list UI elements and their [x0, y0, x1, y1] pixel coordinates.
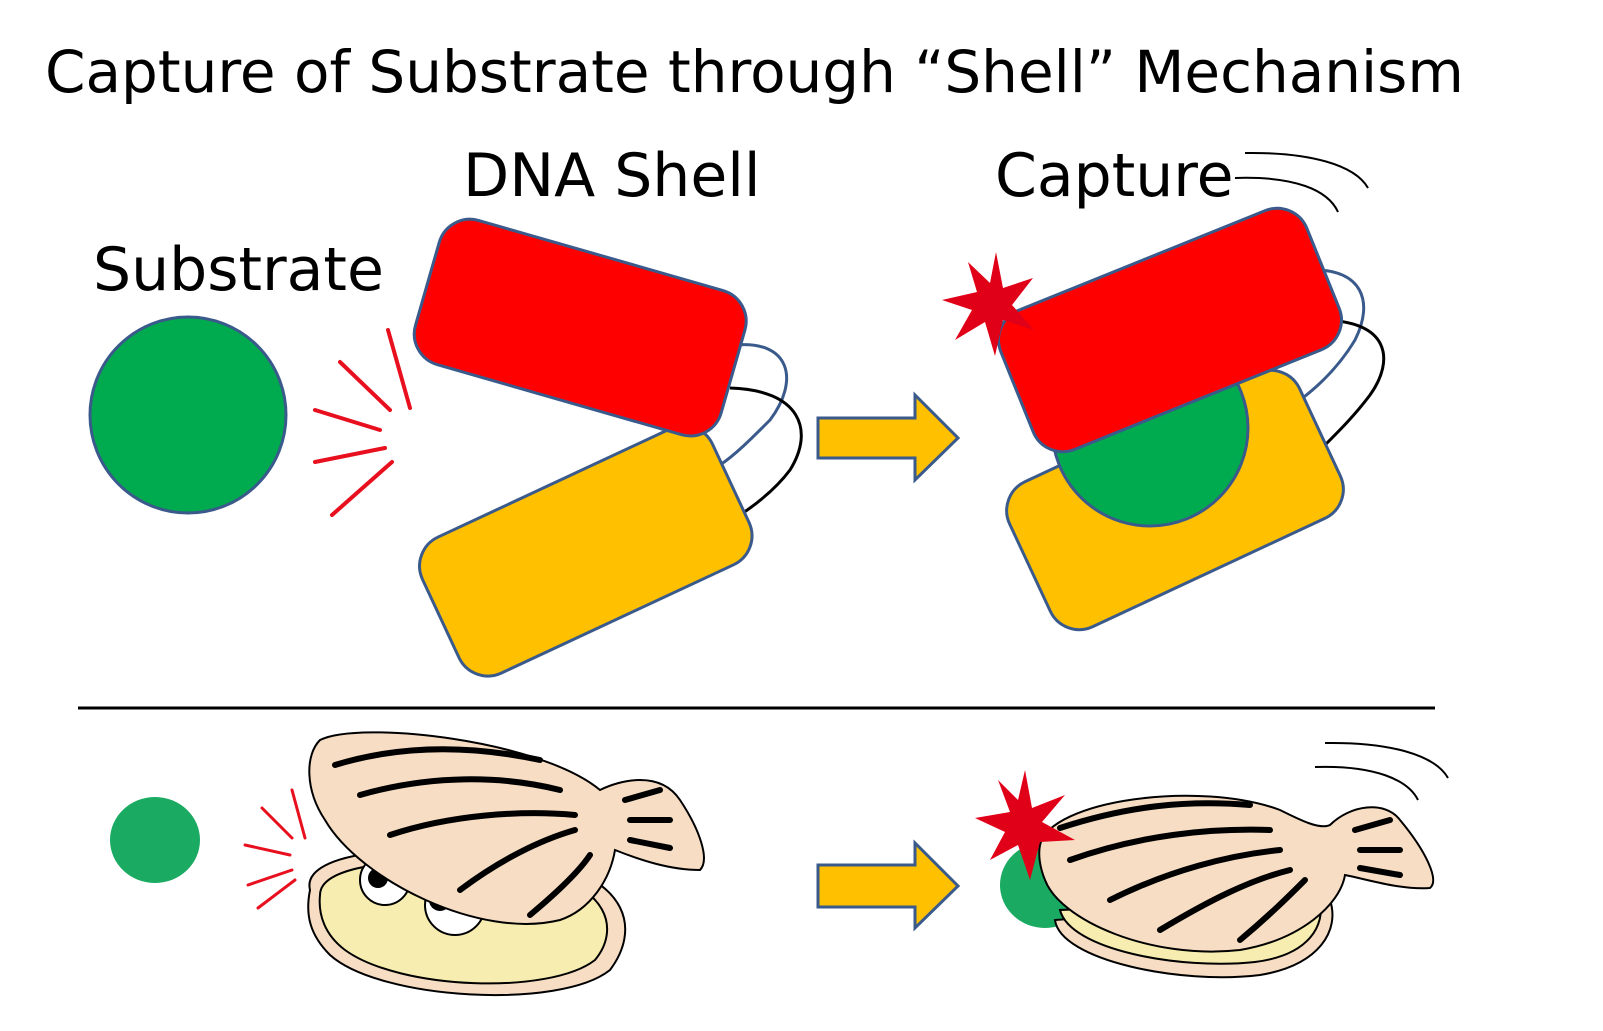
shell-top-half	[997, 206, 1343, 454]
burst-icon	[975, 770, 1075, 880]
diagram-title: Capture of Substrate through “Shell” Mec…	[45, 38, 1464, 106]
dna-shell-closed	[997, 206, 1386, 632]
cartoon-clam-closed	[1000, 794, 1435, 979]
cartoon-substrate	[110, 797, 200, 883]
motion-lines-icon	[1234, 151, 1369, 213]
right-arrow-icon	[816, 391, 961, 484]
cartoon-clam-open	[307, 731, 705, 997]
substrate-circle	[88, 315, 288, 515]
motion-lines-icon	[1314, 741, 1449, 801]
burst-icon	[942, 252, 1034, 356]
shell-top-half	[412, 217, 748, 438]
cartoon-motion-lines	[243, 788, 307, 910]
substrate-label: Substrate	[93, 235, 384, 305]
dna-shell-label: DNA Shell	[463, 141, 761, 211]
substrate-motion-lines	[313, 328, 412, 517]
capture-label: Capture	[995, 141, 1234, 211]
right-arrow-icon	[816, 839, 961, 932]
dna-shell-open	[412, 217, 803, 678]
shell-bottom-half	[418, 424, 754, 678]
